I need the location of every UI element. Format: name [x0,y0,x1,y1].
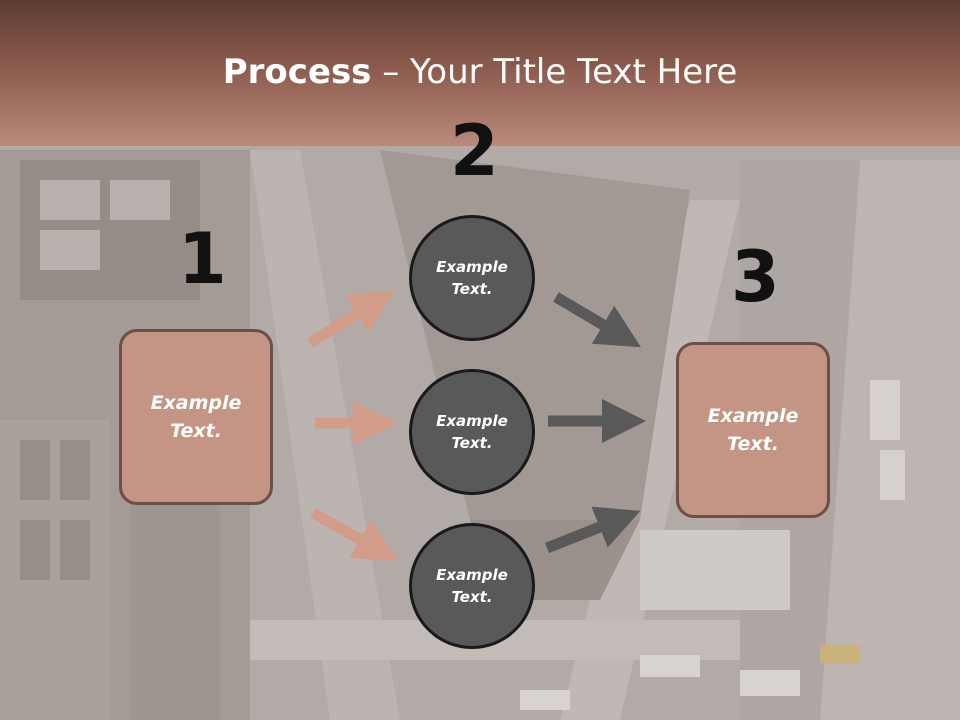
slide-title[interactable]: Process – Your Title Text Here [0,52,960,92]
step-number-2: 2 [450,110,499,192]
step-number-3: 3 [731,236,780,318]
title-bold: Process [222,52,372,92]
title-rest: – Your Title Text Here [371,52,738,92]
title-bar [0,0,960,146]
step-number-1: 1 [178,218,227,300]
